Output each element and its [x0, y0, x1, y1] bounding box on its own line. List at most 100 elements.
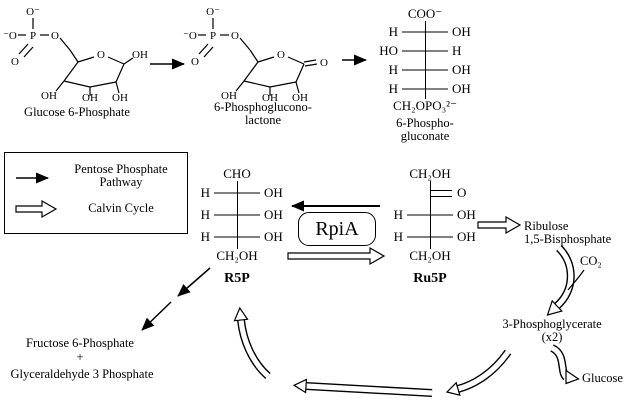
legend-open-arrow-icon	[15, 199, 58, 219]
arrow-3pg-down-fill	[457, 350, 511, 392]
pg3-label-line1: 3-Phosphoglycerate	[502, 317, 602, 331]
ru5p-label: Ru5P	[413, 271, 447, 286]
ribulose-bp-label-line2: 1,5-Bisphosphate	[524, 232, 612, 246]
formula-top-group: CH₂OH	[409, 166, 451, 181]
left-substituent: H	[388, 23, 398, 39]
glucose-6-phosphate-structure: O⁻ ⁻O O P O O OH OH OH OH	[3, 6, 148, 102]
left-substituent: H	[388, 61, 398, 77]
arrow-3pg-down-head	[445, 381, 461, 397]
g6p-ring-bonds	[55, 56, 134, 96]
r5p-structure: CHO H OH H OH H OH CH₂OH	[192, 166, 283, 264]
atom-label: P	[30, 30, 36, 42]
right-substituent: OH	[457, 229, 476, 244]
co2-entry-line	[567, 269, 585, 291]
formula-top-group: CHO	[223, 166, 251, 181]
ribulose-bp-label-line1: Ribulose	[524, 219, 569, 233]
atom-label: OH	[112, 92, 128, 102]
g6p-phosphate-bonds	[18, 18, 79, 63]
fischer-row: O	[385, 182, 475, 204]
carbon-backbone	[429, 181, 431, 249]
legend-box	[4, 152, 188, 234]
g6p-label: Glucose 6-Phosphate	[24, 105, 130, 119]
right-substituent: H	[452, 42, 462, 58]
right-substituent: OH	[452, 23, 471, 39]
arrow-up-to-r5p-fill	[238, 319, 270, 378]
rpia-enzyme-box: RpiA	[298, 212, 376, 246]
atom-label: O	[277, 49, 285, 61]
atom-label: OH	[41, 90, 57, 102]
left-substituent: H	[393, 207, 403, 222]
rpia-enzyme-label: RpiA	[315, 217, 359, 240]
arrow-r5p-to-f6p-seg2	[141, 301, 172, 331]
legend-calvin-label: Calvin Cycle	[88, 201, 154, 215]
atom-label: O⁻	[206, 6, 220, 18]
r5p-label: R5P	[224, 271, 250, 286]
arrow-r5p-to-f6p-seg1	[177, 267, 211, 297]
formula-top-group: COO⁻	[407, 6, 443, 21]
legend-pentose-label-line1: Pentose Phosphate	[74, 162, 168, 176]
atom-label: O⁻	[26, 6, 40, 18]
arrow-ru5p-to-rubp	[477, 215, 522, 235]
lactone-phosphate-bonds	[198, 18, 259, 63]
atom-label: OH	[132, 49, 148, 61]
plus-sign: +	[76, 350, 84, 364]
atom-label: O	[51, 30, 59, 42]
atom-label: ⁻O	[183, 30, 197, 42]
left-substituent: H	[388, 80, 398, 96]
phosphogluconolactone-structure: O⁻ ⁻O O P O O O OH OH OH	[183, 6, 328, 102]
arrow-bottom-head	[292, 378, 308, 394]
right-substituent: OH	[457, 207, 476, 222]
arrow-up-to-r5p-outline	[237, 319, 271, 380]
left-substituent: H	[200, 207, 210, 222]
double-bond	[430, 190, 452, 197]
arrow-r5p-to-ru5p-calvin	[287, 246, 386, 266]
right-substituent: OH	[452, 61, 471, 77]
left-substituent: H	[200, 185, 210, 200]
atom-label: OH	[292, 92, 308, 102]
carbon-backbone	[236, 181, 238, 249]
atom-label: O	[320, 57, 328, 69]
right-substituent: OH	[264, 185, 283, 200]
arrow-3pg-down-outline	[456, 349, 512, 393]
gluconate-label-line2: gluconate	[400, 129, 450, 143]
left-substituent: H	[393, 229, 403, 244]
atom-label: O	[97, 49, 105, 61]
lactone-ring-bonds	[235, 56, 318, 96]
formula-bottom-group: CH₂OH	[216, 248, 258, 263]
atom-label: P	[210, 30, 216, 42]
arrow-rubp-to-3pg-fill	[555, 246, 574, 308]
gluconate-label-line1: 6-Phospho-	[396, 116, 454, 130]
f6p-label: Fructose 6-Phosphate	[26, 336, 134, 350]
atom-label: OH	[221, 90, 237, 102]
atom-label: O	[11, 56, 19, 68]
atom-label: O	[191, 56, 199, 68]
arrow-up-to-r5p-head	[233, 306, 249, 322]
left-substituent: HO	[379, 42, 398, 58]
g3p-label: Glyceraldehyde 3 Phosphate	[10, 367, 154, 381]
arrow-bottom-fill	[305, 383, 433, 396]
lactone-label-line2: lactone	[244, 113, 282, 127]
left-substituent: H	[200, 229, 210, 244]
legend-pentose-label-line2: Pathway	[99, 175, 143, 189]
atom-label: OH	[82, 92, 98, 102]
right-substituent: OH	[264, 207, 283, 222]
atom-label: ⁻O	[3, 30, 17, 42]
co2-label: CO₂	[580, 254, 602, 268]
carbon-backbone	[424, 21, 426, 99]
formula-bottom-group: CH₂OPO₃²⁻	[393, 98, 457, 113]
arrow-rubp-to-3pg-head	[546, 299, 563, 316]
formula-bottom-group: CH₂OH	[409, 248, 451, 263]
atom-label: OH	[262, 92, 278, 102]
arrow-3pg-to-glucose-head	[565, 369, 580, 385]
pg3-label-line2: (x2)	[541, 330, 563, 344]
right-substituent: OH	[264, 229, 283, 244]
arrow-3pg-to-glucose-fill	[550, 345, 569, 379]
atom-label: O	[231, 30, 239, 42]
right-substituent: O	[457, 185, 467, 200]
glucose-label: Glucose	[582, 371, 623, 385]
lactone-label-line1: 6-Phosphoglucono-	[214, 100, 312, 114]
